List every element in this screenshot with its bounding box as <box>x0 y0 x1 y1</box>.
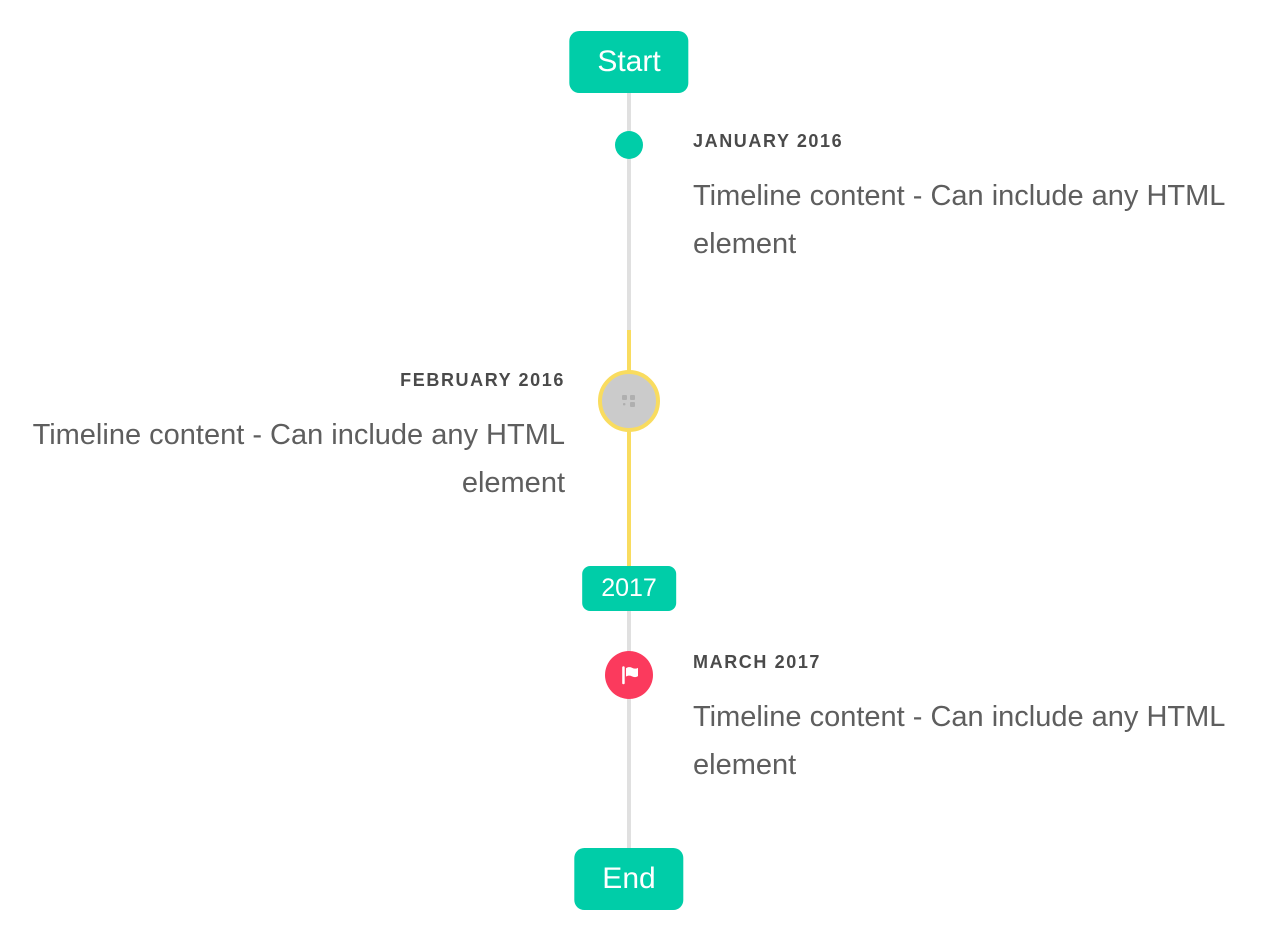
flag-icon <box>617 663 641 687</box>
timeline-start-badge: Start <box>569 31 689 93</box>
timeline-item-february: FEBRUARY 2016 Timeline content - Can inc… <box>20 367 565 507</box>
broken-image-icon <box>619 393 639 409</box>
timeline-marker-flag-march[interactable] <box>605 651 653 699</box>
timeline-item-title: JANUARY 2016 <box>693 131 844 151</box>
timeline-end-badge: End <box>574 848 684 910</box>
timeline-item-content: Timeline content - Can include any HTML … <box>693 180 1225 260</box>
timeline-item-title: MARCH 2017 <box>693 652 822 672</box>
timeline-item-content: Timeline content - Can include any HTML … <box>32 419 565 499</box>
timeline-item-title: FEBRUARY 2016 <box>400 370 565 390</box>
timeline-item-march: MARCH 2017 Timeline content - Can includ… <box>693 649 1238 789</box>
timeline-marker-dot-january[interactable] <box>615 131 643 159</box>
timeline-line-highlight <box>627 330 631 567</box>
timeline-item-content: Timeline content - Can include any HTML … <box>693 701 1225 781</box>
timeline-year-badge: 2017 <box>582 566 676 611</box>
timeline-item-january: JANUARY 2016 Timeline content - Can incl… <box>693 128 1238 268</box>
timeline-marker-avatar-february[interactable] <box>598 370 660 432</box>
